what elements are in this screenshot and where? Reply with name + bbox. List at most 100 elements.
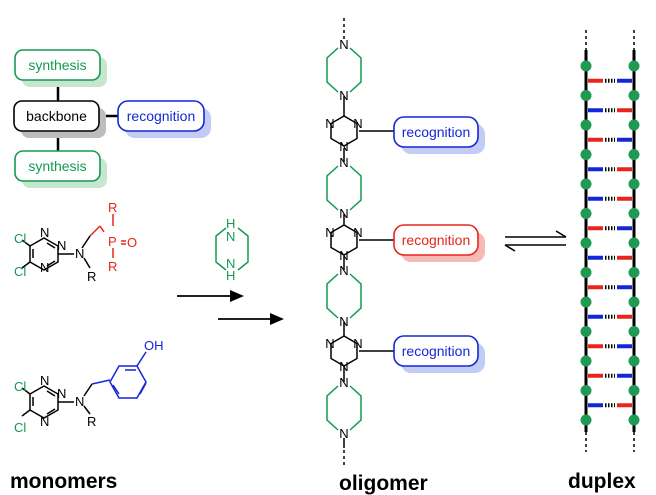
duplex-left-node <box>580 355 592 367</box>
triazine-n-3: N <box>339 139 348 154</box>
piperazine-unit-3: NN <box>326 375 362 441</box>
triazine-n-3: N <box>339 248 348 263</box>
duplex-right-node <box>628 414 640 426</box>
piperazine-n-bottom: N <box>339 426 348 441</box>
piperazine-n-top: N <box>339 155 348 170</box>
piperazine-unit-2: NN <box>326 263 362 329</box>
duplex-left-node <box>580 149 592 160</box>
atom-n-2d: N <box>75 394 84 409</box>
atom-cl-2b: Cl <box>14 420 26 435</box>
piperazine-unit-1: NN <box>326 155 362 221</box>
piperazine-reagent <box>215 227 249 271</box>
synthesis-top-label: synthesis <box>28 57 86 73</box>
duplex-right-node <box>628 60 640 72</box>
synthesis-bottom-box <box>14 150 101 182</box>
duplex-left-node <box>580 267 592 278</box>
piperazine-n-top: N <box>339 263 348 278</box>
oligomer-recognition-mid-box <box>393 224 479 256</box>
triazine-n-1: N <box>325 225 334 240</box>
caption-oligomer: oligomer <box>339 472 428 495</box>
triazine-ring <box>330 115 358 147</box>
duplex-left-node <box>580 326 592 337</box>
design-scheme: synthesis backbone recognition synthesis <box>13 49 211 188</box>
piperazine-n-bottom: N <box>339 88 348 103</box>
duplex-right-node <box>628 90 640 101</box>
oligomer-recognition-mid-label: recognition <box>402 232 471 248</box>
duplex-left-node <box>580 208 592 219</box>
piperazine-right-edge <box>349 385 362 431</box>
atom-n-2a: N <box>40 373 49 388</box>
oligomer-recognition-top-box <box>393 116 479 148</box>
triazine-n-1: N <box>325 336 334 351</box>
duplex-right-node <box>628 355 640 367</box>
triazine-unit-2: NNN <box>325 335 394 374</box>
backbone-label: backbone <box>26 108 87 124</box>
piperazine-left-edge <box>326 385 339 431</box>
piperazine-left-edge <box>326 273 339 319</box>
atom-n-1c: N <box>40 260 49 275</box>
piperazine-n-top: N <box>339 37 348 52</box>
duplex-right-node <box>628 326 640 337</box>
atom-cl-2a: Cl <box>14 379 26 394</box>
piperazine-right-edge <box>349 165 362 211</box>
piperazine-right-edge <box>349 273 362 319</box>
duplex-right-node <box>628 119 640 131</box>
atom-o: O <box>127 235 137 250</box>
synthesis-bottom-label: synthesis <box>28 158 86 174</box>
duplex-left-node <box>580 296 592 308</box>
duplex-right-node <box>628 208 640 219</box>
duplex-right-node <box>628 237 640 249</box>
triazine-n-1: N <box>325 116 334 131</box>
piperazine-n-bottom: N <box>339 314 348 329</box>
atom-n-1a: N <box>40 225 49 240</box>
atom-nh-top: H <box>226 216 235 231</box>
atom-r-1c: R <box>108 259 117 274</box>
duplex-right-node <box>628 267 640 278</box>
atom-n-pip-bottom: N <box>226 256 235 271</box>
oligomer-recognition-top-label: recognition <box>402 124 471 140</box>
duplex-left-node <box>580 178 592 190</box>
atom-r-1a: R <box>87 269 96 284</box>
duplex-ladder <box>580 30 640 452</box>
atom-cl-1b: Cl <box>14 264 26 279</box>
duplex-right-node <box>628 149 640 160</box>
atom-r-1b: R <box>108 200 117 215</box>
caption-duplex: duplex <box>568 470 636 493</box>
atom-nh-bottom: H <box>226 268 235 283</box>
piperazine-n-top: N <box>339 375 348 390</box>
atom-n-2b: N <box>57 386 66 401</box>
triazine-n-2: N <box>353 116 362 131</box>
triazine-n-2: N <box>353 336 362 351</box>
atom-n-pip-top: N <box>226 229 235 244</box>
oligomer-chain: NNNNNNNNNNNNNNNNN <box>325 18 394 468</box>
recognition-label: recognition <box>127 108 196 124</box>
atom-n-2c: N <box>40 414 49 429</box>
synthesis-top-box <box>14 49 101 81</box>
monomer-phosphonate <box>21 214 126 271</box>
atom-p: P <box>108 234 117 249</box>
caption-monomers: monomers <box>10 470 117 493</box>
duplex-left-node <box>580 119 592 131</box>
piperazine-left-edge <box>326 165 339 211</box>
atom-cl-1a: Cl <box>14 231 26 246</box>
piperazine-right-edge <box>349 47 362 93</box>
atom-r-2: R <box>87 414 96 429</box>
duplex-right-node <box>628 385 640 396</box>
duplex-left-node <box>580 414 592 426</box>
backbone-box <box>13 100 100 132</box>
duplex-right-node <box>628 296 640 308</box>
reaction-arrows <box>177 290 284 325</box>
atom-n-1b: N <box>57 238 66 253</box>
piperazine-left-edge <box>326 47 339 93</box>
piperazine-unit-0: NN <box>326 37 362 103</box>
monomer-phenol <box>21 351 147 419</box>
oligomer-recognition-bottom-box <box>393 335 479 367</box>
equilibrium-arrows <box>504 230 567 252</box>
oligomer-recognition-bottom-label: recognition <box>402 343 471 359</box>
duplex-left-node <box>580 90 592 101</box>
triazine-ring <box>330 224 358 256</box>
